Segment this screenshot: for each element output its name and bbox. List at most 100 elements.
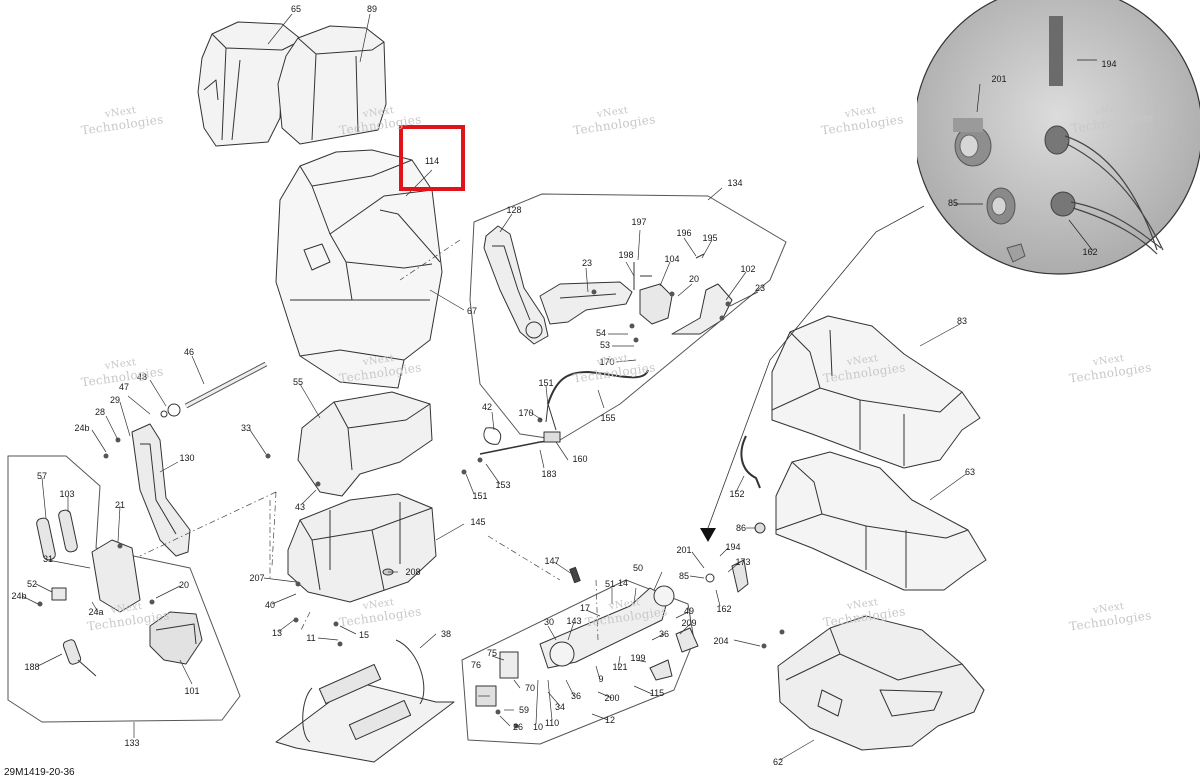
part-label[interactable]: 52 (26, 579, 38, 589)
part-label[interactable]: 34 (554, 702, 566, 712)
part-label[interactable]: 53 (599, 340, 611, 350)
part-label[interactable]: 155 (600, 413, 616, 423)
part-label[interactable]: 24b (11, 591, 27, 601)
part-label[interactable]: 151 (538, 378, 554, 388)
part-label[interactable]: 188 (24, 662, 40, 672)
inset-label[interactable]: 162 (1082, 247, 1098, 257)
part-label[interactable]: 102 (740, 264, 756, 274)
part-label[interactable]: 67 (466, 306, 478, 316)
part-label[interactable]: 13 (271, 628, 283, 638)
part-label[interactable]: 28 (94, 407, 106, 417)
part-label[interactable]: 209 (681, 618, 697, 628)
part-label[interactable]: 23 (754, 283, 766, 293)
part-label[interactable]: 160 (572, 454, 588, 464)
part-label[interactable]: 23 (581, 258, 593, 268)
part-label[interactable]: 198 (618, 250, 634, 260)
part-label[interactable]: 162 (716, 604, 732, 614)
part-label[interactable]: 103 (59, 489, 75, 499)
part-label[interactable]: 133 (124, 738, 140, 748)
part-label[interactable]: 48 (136, 372, 148, 382)
part-label[interactable]: 63 (964, 467, 976, 477)
part-label[interactable]: 65 (290, 4, 302, 14)
part-label[interactable]: 24a (88, 607, 104, 617)
part-label[interactable]: 89 (366, 4, 378, 14)
part-label[interactable]: 170 (599, 357, 615, 367)
part-label[interactable]: 20 (688, 274, 700, 284)
part-label[interactable]: 173 (735, 557, 751, 567)
part-label[interactable]: 147 (544, 556, 560, 566)
part-label[interactable]: 75 (486, 648, 498, 658)
part-label[interactable]: 40 (264, 600, 276, 610)
inset-label[interactable]: 194 (1101, 59, 1117, 69)
part-label[interactable]: 30 (543, 617, 555, 627)
part-label[interactable]: 42 (481, 402, 493, 412)
part-label[interactable]: 70 (524, 683, 536, 693)
highlight-box-part-114[interactable] (399, 125, 465, 191)
part-label[interactable]: 128 (506, 205, 522, 215)
part-label[interactable]: 207 (249, 573, 265, 583)
inset-label[interactable]: 85 (947, 198, 959, 208)
part-label[interactable]: 183 (541, 469, 557, 479)
part-label[interactable]: 201 (676, 545, 692, 555)
part-label[interactable]: 130 (179, 453, 195, 463)
part-label[interactable]: 57 (36, 471, 48, 481)
part-label[interactable]: 17 (579, 603, 591, 613)
part-label[interactable]: 33 (240, 423, 252, 433)
part-label[interactable]: 38 (440, 629, 452, 639)
part-label[interactable]: 152 (729, 489, 745, 499)
part-label[interactable]: 153 (495, 480, 511, 490)
part-label[interactable]: 20 (178, 580, 190, 590)
part-label[interactable]: 11 (306, 633, 316, 643)
part-label[interactable]: 36 (570, 691, 582, 701)
part-label[interactable]: 10 (532, 722, 544, 732)
part-label[interactable]: 62 (772, 757, 784, 767)
part-label[interactable]: 204 (713, 636, 729, 646)
part-label[interactable]: 54 (595, 328, 607, 338)
part-label[interactable]: 51 (604, 579, 616, 589)
part-label[interactable]: 15 (358, 630, 370, 640)
part-38-pad (275, 639, 455, 763)
part-label[interactable]: 208 (405, 567, 421, 577)
part-label[interactable]: 9 (598, 674, 604, 684)
part-label[interactable]: 194 (725, 542, 741, 552)
part-label[interactable]: 151 (472, 491, 488, 501)
part-label[interactable]: 110 (544, 718, 560, 728)
part-label[interactable]: 134 (727, 178, 743, 188)
part-label[interactable]: 85 (678, 571, 690, 581)
part-label[interactable]: 170 (518, 408, 534, 418)
part-label[interactable]: 47 (118, 382, 130, 392)
part-label[interactable]: 145 (470, 517, 486, 527)
part-label[interactable]: 121 (612, 662, 628, 672)
part-label[interactable]: 43 (294, 502, 306, 512)
part-label[interactable]: 46 (183, 347, 195, 357)
part-label[interactable]: 21 (114, 500, 126, 510)
part-label[interactable]: 55 (292, 377, 304, 387)
part-label[interactable]: 29 (109, 395, 121, 405)
part-label[interactable]: 83 (956, 316, 968, 326)
part-83-seat-cushion (771, 315, 981, 469)
part-label[interactable]: 199 (630, 653, 646, 663)
part-label[interactable]: 12 (604, 715, 616, 725)
part-label[interactable]: 196 (676, 228, 692, 238)
part-label[interactable]: 50 (632, 563, 644, 573)
part-label[interactable]: 59 (518, 705, 530, 715)
part-label[interactable]: 114 (424, 156, 440, 166)
part-label[interactable]: 24b (74, 423, 90, 433)
part-label[interactable]: 195 (702, 233, 718, 243)
part-label[interactable]: 115 (649, 688, 665, 698)
part-label[interactable]: 26 (512, 722, 524, 732)
part-201-connector (953, 118, 992, 167)
part-label[interactable]: 76 (470, 660, 482, 670)
part-label[interactable]: 86 (735, 523, 747, 533)
part-label[interactable]: 101 (184, 686, 200, 696)
part-label[interactable]: 49 (683, 606, 695, 616)
part-label[interactable]: 104 (664, 254, 680, 264)
part-label[interactable]: 197 (631, 217, 647, 227)
part-label[interactable]: 200 (604, 693, 620, 703)
part-label[interactable]: 143 (566, 616, 582, 626)
part-label[interactable]: 14 (617, 578, 629, 588)
inset-label[interactable]: 201 (991, 74, 1007, 84)
part-label[interactable]: 36 (658, 629, 670, 639)
part-label[interactable]: 31 (42, 554, 54, 564)
part-67-seat-back (275, 149, 443, 389)
